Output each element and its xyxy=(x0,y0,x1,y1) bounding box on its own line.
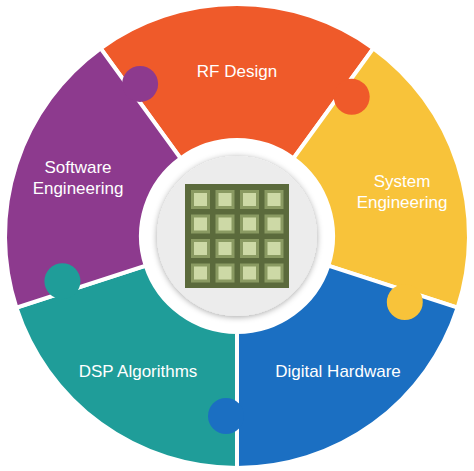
chip-pad xyxy=(194,267,207,280)
segment-label: DSP Algorithms xyxy=(73,361,203,382)
chip-pad xyxy=(219,193,232,206)
chip-pad xyxy=(243,242,256,255)
chip-cell xyxy=(240,264,259,283)
chip-cell xyxy=(191,215,210,234)
chip-pad xyxy=(243,218,256,231)
puzzle-knob xyxy=(122,66,158,102)
segment-label: Digital Hardware xyxy=(273,361,403,382)
chip-cell xyxy=(216,215,235,234)
chip-cell xyxy=(216,190,235,209)
chip-cell xyxy=(191,239,210,258)
segment-label: Software Engineering xyxy=(13,157,143,200)
chip-pad xyxy=(268,242,281,255)
segment-label: System Engineering xyxy=(337,171,467,214)
chip-cell xyxy=(191,190,210,209)
chip-body xyxy=(185,184,289,288)
chip-cell xyxy=(265,264,284,283)
chip-pad xyxy=(219,218,232,231)
segment-fill xyxy=(101,4,374,158)
chip-cell xyxy=(240,215,259,234)
chip-pad xyxy=(219,242,232,255)
chip-pad xyxy=(268,193,281,206)
puzzle-knob xyxy=(208,398,244,434)
chip-pad xyxy=(243,193,256,206)
chip-pad xyxy=(194,193,207,206)
chip-cell xyxy=(191,264,210,283)
center-ring xyxy=(143,142,331,330)
puzzle-knob xyxy=(387,284,423,320)
chip-pad xyxy=(194,218,207,231)
chip-pad xyxy=(268,267,281,280)
chip-cell xyxy=(265,239,284,258)
center-disc xyxy=(157,156,317,316)
chip-cell xyxy=(216,264,235,283)
chip-pad xyxy=(219,267,232,280)
chip-cell xyxy=(240,239,259,258)
chip-cell xyxy=(240,190,259,209)
puzzle-knob xyxy=(44,263,80,299)
chip-cell xyxy=(265,215,284,234)
chip-cell xyxy=(265,190,284,209)
chip-pad xyxy=(243,267,256,280)
chip-pad xyxy=(268,218,281,231)
segment-label: RF Design xyxy=(172,61,302,82)
puzzle-knob xyxy=(334,79,370,115)
chip-pad xyxy=(194,242,207,255)
chip-cell xyxy=(216,239,235,258)
